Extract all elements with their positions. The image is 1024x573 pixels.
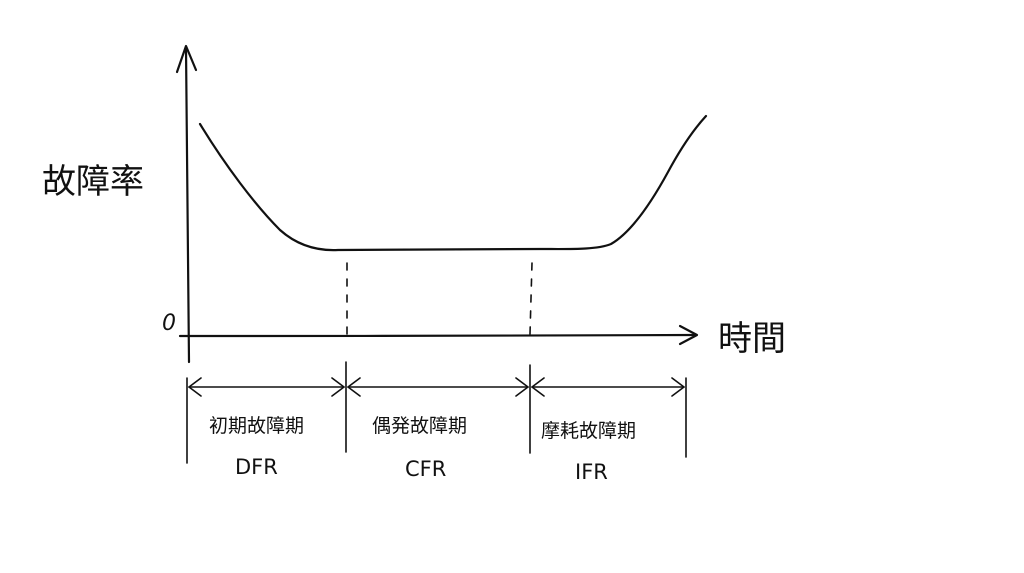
y-axis-arrowhead xyxy=(175,44,198,74)
period-name-dfr: 初期故障期 xyxy=(209,415,304,437)
x-axis-arrowhead xyxy=(678,324,699,346)
period-code-dfr: DFR xyxy=(235,455,278,479)
origin-label: 0 xyxy=(162,311,176,336)
span-arrow-dfr xyxy=(188,377,345,397)
x-axis-label: 時間 xyxy=(718,319,786,359)
period-code-ifr: IFR xyxy=(575,460,608,484)
bathtub-curve xyxy=(198,114,708,252)
y-axis-label: 故障率 xyxy=(42,162,144,202)
period-code-cfr: CFR xyxy=(405,457,446,481)
period-name-cfr: 偶発故障期 xyxy=(372,415,467,437)
boundary-dashed-line-2 xyxy=(529,262,533,335)
span-arrow-ifr xyxy=(531,377,685,397)
span-arrow-cfr xyxy=(347,377,529,397)
y-axis xyxy=(184,46,191,364)
x-axis xyxy=(178,333,696,338)
period-name-ifr: 摩耗故障期 xyxy=(541,420,636,442)
